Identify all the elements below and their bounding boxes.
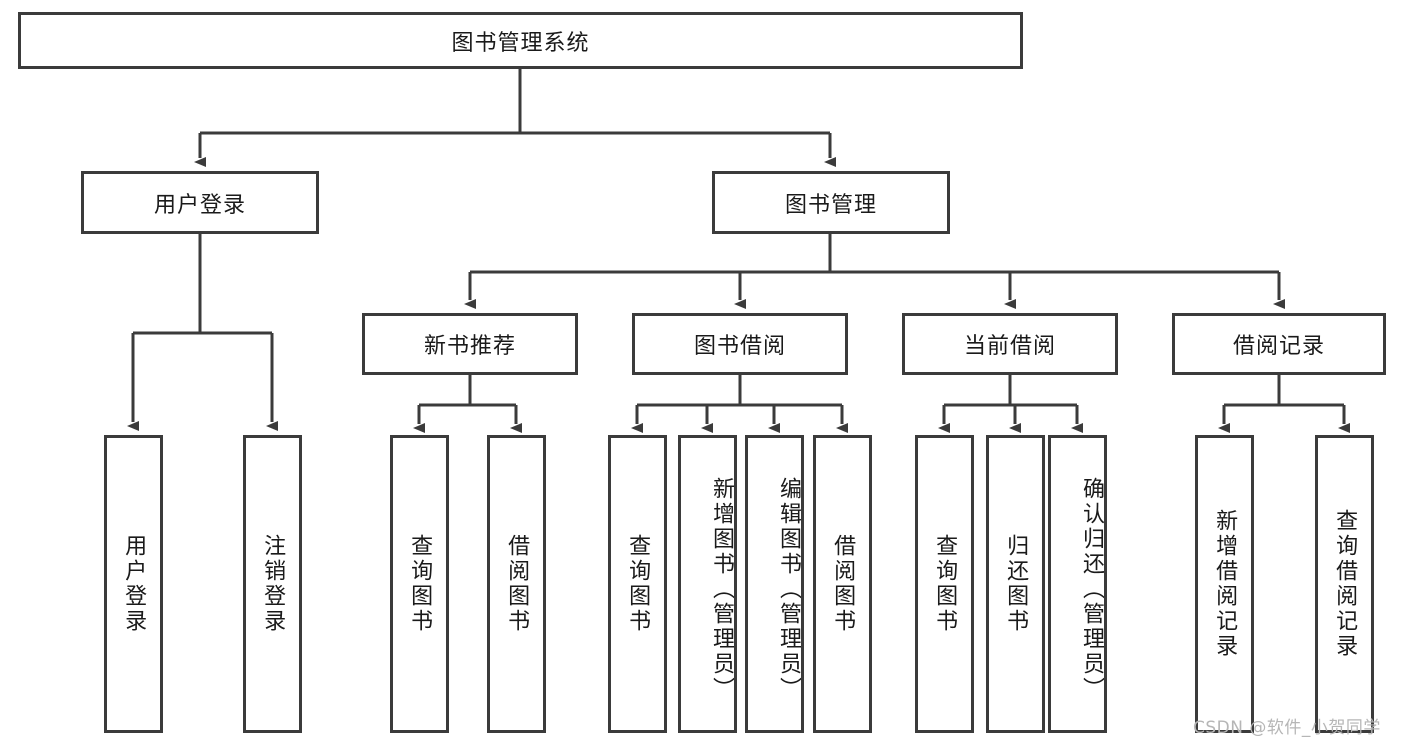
leaf-query-book-newbook[interactable]: 查询图书 — [390, 435, 449, 733]
leaf-confirm-return-admin-label: 确认归还（管理员） — [1079, 476, 1104, 702]
leaf-add-book-admin[interactable]: 新增图书（管理员） — [678, 435, 737, 733]
leaf-query-book-newbook-label: 查询图书 — [407, 534, 433, 634]
leaf-query-borrow-record-label: 查询借阅记录 — [1332, 509, 1358, 659]
leaf-query-book-borrow[interactable]: 查询图书 — [608, 435, 667, 733]
node-borrow-record[interactable]: 借阅记录 — [1172, 313, 1386, 375]
leaf-user-login-label: 用户登录 — [121, 534, 147, 634]
leaf-edit-book-admin[interactable]: 编辑图书（管理员） — [745, 435, 804, 733]
leaf-borrow-book-newbook[interactable]: 借阅图书 — [487, 435, 546, 733]
node-user-login[interactable]: 用户登录 — [81, 171, 319, 234]
leaf-borrow-book[interactable]: 借阅图书 — [813, 435, 872, 733]
leaf-confirm-return-admin[interactable]: 确认归还（管理员） — [1048, 435, 1107, 733]
node-book-borrow[interactable]: 图书借阅 — [632, 313, 848, 375]
node-current-borrow-label: 当前借阅 — [963, 334, 1056, 359]
leaf-logout-login[interactable]: 注销登录 — [243, 435, 302, 733]
node-borrow-record-label: 借阅记录 — [1232, 334, 1325, 359]
leaf-borrow-book-newbook-label: 借阅图书 — [504, 534, 530, 634]
leaf-query-book-current[interactable]: 查询图书 — [915, 435, 974, 733]
leaf-return-book[interactable]: 归还图书 — [986, 435, 1045, 733]
node-book-management-label: 图书管理 — [784, 192, 877, 218]
leaf-return-book-label: 归还图书 — [1003, 534, 1029, 634]
node-current-borrow[interactable]: 当前借阅 — [902, 313, 1118, 375]
leaf-query-book-current-label: 查询图书 — [932, 534, 958, 634]
node-root-label: 图书管理系统 — [451, 30, 590, 56]
leaf-logout-login-label: 注销登录 — [260, 534, 286, 634]
node-book-borrow-label: 图书借阅 — [693, 334, 786, 359]
node-root[interactable]: 图书管理系统 — [18, 12, 1023, 69]
leaf-query-borrow-record[interactable]: 查询借阅记录 — [1315, 435, 1374, 733]
leaf-add-book-admin-label: 新增图书（管理员） — [709, 476, 734, 702]
leaf-edit-book-admin-label: 编辑图书（管理员） — [776, 476, 801, 702]
leaf-user-login[interactable]: 用户登录 — [104, 435, 163, 733]
watermark: CSDN @软件_小贺同学 — [1193, 718, 1381, 738]
node-new-book-recommend[interactable]: 新书推荐 — [362, 313, 578, 375]
leaf-query-book-borrow-label: 查询图书 — [625, 534, 651, 634]
leaf-add-borrow-record-label: 新增借阅记录 — [1212, 509, 1238, 659]
node-user-login-label: 用户登录 — [153, 192, 246, 218]
node-new-book-recommend-label: 新书推荐 — [423, 334, 516, 359]
leaf-add-borrow-record[interactable]: 新增借阅记录 — [1195, 435, 1254, 733]
leaf-borrow-book-label: 借阅图书 — [830, 534, 856, 634]
node-book-management[interactable]: 图书管理 — [712, 171, 950, 234]
